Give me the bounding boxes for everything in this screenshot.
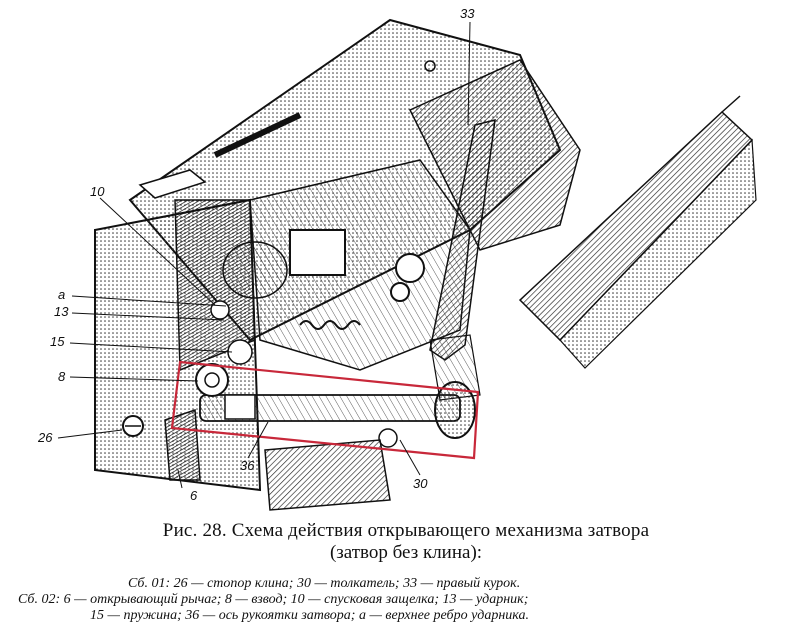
callout-8: 8 [58,369,66,384]
legend-line-3: 15 — пружина; 36 — ось рукоятки затвора;… [90,608,529,623]
spring-assembly [210,229,425,365]
leader-lines [57,21,471,489]
callout-a: a [58,287,65,302]
mechanism-illustration: 33 10 a 13 15 8 26 36 6 30 [37,6,757,511]
callout-6: 6 [190,488,198,503]
callout-10: 10 [90,184,105,199]
legend-line-2: Сб. 02: 6 — открывающий рычаг; 8 — взвод… [18,592,529,607]
caption-title: Рис. 28. Схема действия открывающего мех… [162,520,650,541]
callout-15: 15 [50,334,65,349]
barrel-rail [518,95,757,369]
caption-subtitle: (затвор без клина): [329,542,483,563]
pusher-and-axle [195,363,476,448]
callout-26: 26 [37,430,53,445]
callout-30: 30 [413,476,428,491]
callout-36: 36 [240,458,255,473]
highlight-frame [170,360,480,460]
figure-caption: Рис. 28. Схема действия открывающего мех… [0,520,812,623]
right-trigger-lever [429,119,496,401]
callout-13: 13 [54,304,69,319]
lower-base-block [264,439,391,511]
callout-33: 33 [460,6,475,21]
legend-line-1: Сб. 01: 26 — стопор клина; 30 — толкател… [128,576,521,591]
